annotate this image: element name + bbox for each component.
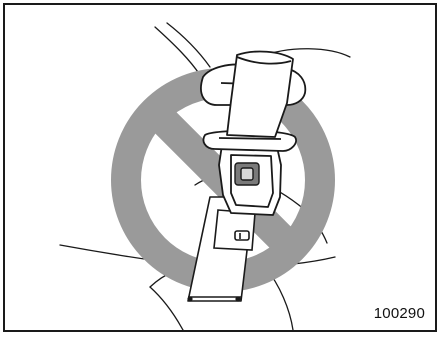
- seatbelt-illustration: [5, 5, 435, 330]
- figure-number: 100290: [374, 305, 425, 322]
- anchor-plate: [214, 210, 255, 250]
- figure-frame: 100290: [3, 3, 437, 332]
- buckle-release-button: [235, 163, 259, 185]
